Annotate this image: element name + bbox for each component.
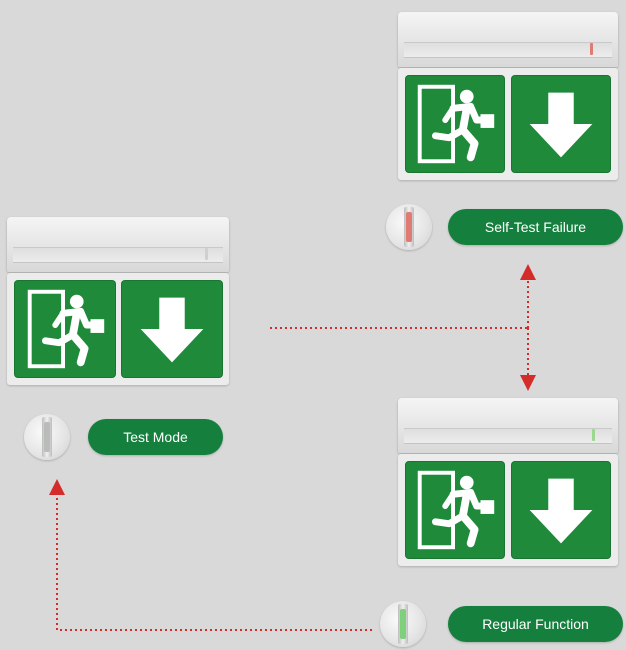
running-man-exit-icon xyxy=(405,461,505,559)
unit-housing xyxy=(398,12,618,67)
unit-sign-body xyxy=(398,68,618,180)
status-label-self-test-failure: Self-Test Failure xyxy=(448,209,623,245)
down-arrow-icon xyxy=(511,75,611,173)
status-indicator-test-mode xyxy=(24,414,70,460)
running-man-exit-icon xyxy=(14,280,116,378)
housing-led xyxy=(205,248,208,260)
status-label-test-mode: Test Mode xyxy=(88,419,223,455)
running-man-exit-icon xyxy=(405,75,505,173)
status-indicator-regular-function xyxy=(380,601,426,647)
unit-sign-body xyxy=(7,273,229,385)
status-label-regular-function: Regular Function xyxy=(448,606,623,642)
exit-sign-test-mode xyxy=(7,217,229,385)
housing-led xyxy=(590,43,593,55)
housing-led xyxy=(592,429,595,441)
connector-regular-to-test xyxy=(49,479,372,631)
exit-sign-self-test-failure xyxy=(398,12,618,180)
unit-housing xyxy=(7,217,229,272)
down-arrow-icon xyxy=(121,280,223,378)
status-indicator-failure xyxy=(386,204,432,250)
unit-sign-body xyxy=(398,454,618,566)
down-arrow-icon xyxy=(511,461,611,559)
unit-housing xyxy=(398,398,618,453)
exit-sign-regular-function xyxy=(398,398,618,566)
